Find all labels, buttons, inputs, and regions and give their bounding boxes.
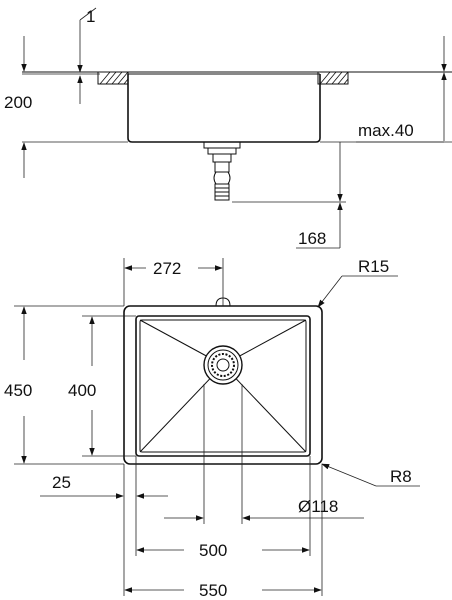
top-plan-view: 272 R15 450 400 — [4, 257, 420, 600]
dim-label-r8: R8 — [390, 467, 412, 486]
drain-plan — [203, 345, 243, 385]
dim-inner-width: 500 — [135, 456, 311, 560]
outer-rim — [123, 305, 323, 465]
dim-bowl-depth: 200 — [4, 36, 128, 178]
dim-inner-radius: R8 — [321, 463, 420, 487]
side-section-view: 1 200 max.40 168 — [4, 7, 452, 249]
dim-label-168: 168 — [298, 229, 326, 248]
worktop-left-hatch — [97, 71, 129, 85]
bowl-profile — [127, 74, 321, 143]
dim-outer-depth: 450 — [4, 305, 124, 465]
dim-label-550: 550 — [199, 581, 227, 600]
dim-drain-diameter: Ø118 — [164, 384, 364, 524]
worktop-right-hatch — [317, 71, 349, 85]
dim-label-max: max.40 — [358, 121, 414, 140]
dim-label-depth: 200 — [4, 93, 32, 112]
dim-rim-thickness: 1 — [22, 7, 100, 104]
dim-label-450: 450 — [4, 381, 32, 400]
inner-bowl — [135, 315, 311, 457]
dim-label-r15: R15 — [358, 257, 389, 276]
dim-label-118: Ø118 — [298, 497, 338, 516]
dim-outer-width: 550 — [123, 464, 323, 600]
dim-inner-depth: 400 — [68, 315, 136, 457]
dim-label-500: 500 — [199, 541, 227, 560]
dim-flange: 25 — [40, 456, 168, 500]
dim-max-worktop: max.40 — [320, 36, 452, 143]
dim-drain-height: 168 — [232, 142, 346, 249]
dim-label-272: 272 — [153, 259, 181, 278]
dim-drain-offset: 272 — [123, 258, 224, 306]
dim-label-400: 400 — [68, 381, 96, 400]
drain-fitting — [203, 141, 241, 201]
dim-label-rim: 1 — [86, 7, 95, 26]
dim-outer-radius: R15 — [317, 257, 398, 308]
dim-label-25: 25 — [52, 473, 71, 492]
